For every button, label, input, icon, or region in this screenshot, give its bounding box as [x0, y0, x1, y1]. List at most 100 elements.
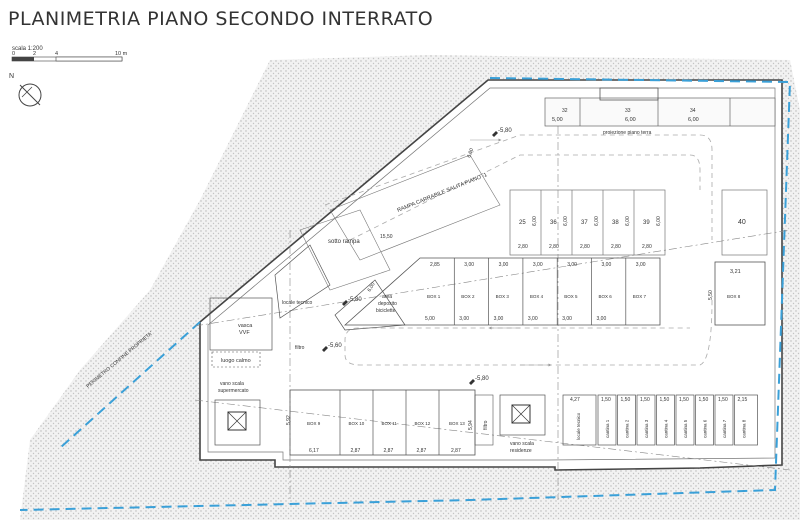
box-width: 2,87 [417, 448, 427, 454]
stair-residenze [499, 394, 546, 436]
cantina-cell [636, 394, 656, 446]
area-label: biciclette [376, 308, 396, 314]
box-width: 3,00 [464, 262, 474, 268]
level-marker-icon [342, 300, 348, 306]
dim-label: 5,92 [286, 415, 292, 425]
scale-bar: scala 1:200 0 2 4 10 m [11, 46, 128, 62]
box-8-depth: 5,50 [708, 290, 714, 300]
bay-40-label: 40 [738, 219, 746, 226]
building-inner-wall [207, 87, 776, 461]
dim-label: 15,50 [380, 234, 393, 240]
area-label: area [382, 294, 392, 300]
parking-bay-depth: 6,00 [594, 216, 600, 226]
box-bottom-dim: 5,00 [425, 316, 435, 322]
box-row-upper-frame [343, 257, 661, 326]
axis-line [194, 229, 791, 327]
ramp [329, 154, 501, 261]
cantina-width: 1,50 [679, 397, 689, 403]
scale-tick: 0 [12, 51, 15, 57]
parking-bay-num: 36 [550, 220, 557, 226]
cantina-cell [734, 394, 758, 446]
driveway-inner [349, 154, 701, 241]
box-8 [714, 261, 766, 326]
box-name: BOX 9 [307, 421, 321, 426]
box-name: BOX 2 [461, 294, 475, 299]
box-name: BOX 4 [530, 294, 544, 299]
cantina-cell [695, 394, 714, 446]
box-name: BOX 11 [382, 421, 398, 426]
stair-top [599, 87, 659, 101]
top-bay-num: 34 [690, 108, 696, 114]
level-value: -5,80 [475, 376, 489, 382]
area-label: deposito [378, 301, 397, 307]
box-name: BOX 6 [599, 294, 613, 299]
page-title: PLANIMETRIA PIANO SECONDO INTERRATO [8, 8, 434, 30]
driveway-loop [324, 134, 713, 366]
box-bottom-dim: 3,00 [528, 316, 538, 322]
cantina-name: cantina 7 [722, 419, 727, 438]
top-bay-dim: 5,00 [552, 117, 563, 123]
box-width: 2,87 [451, 448, 461, 454]
filtro-2 [474, 394, 494, 446]
property-boundary [19, 77, 792, 511]
level-marker-icon [322, 346, 328, 352]
box-name: BOX 7 [633, 294, 647, 299]
parking-bay-depth: 6,00 [532, 216, 538, 226]
box-bottom-dim: 3,00 [562, 316, 572, 322]
box-name: BOX 3 [496, 294, 510, 299]
box-name: BOX 1 [427, 294, 441, 299]
cantina-name: cantina 8 [742, 419, 747, 438]
parking-bay-num: 37 [581, 220, 588, 226]
box-width: 2,85 [430, 262, 440, 268]
box-name: BOX 10 [349, 421, 365, 426]
cantina-name: cantina 3 [644, 419, 649, 438]
parking-bay-width: 2,80 [549, 244, 559, 250]
box-width: 3,00 [499, 262, 509, 268]
luogo-calmo-label: luogo calmo [221, 358, 251, 364]
area-biciclette [334, 279, 406, 331]
level-value: -5,60 [328, 343, 342, 349]
cantina-cell [617, 394, 636, 446]
box-width: 3,00 [533, 262, 543, 268]
scale-tick: 10 m [115, 51, 128, 57]
parking-bay-depth: 6,00 [656, 216, 662, 226]
box-width: 2,87 [384, 448, 394, 454]
vasca-label: vasca [238, 323, 253, 329]
box-bottom-dim: 3,00 [459, 316, 469, 322]
level-value: -5,80 [348, 297, 362, 303]
cantina-cell [656, 394, 675, 446]
cantina-name: cantina 4 [664, 419, 669, 438]
vasca [209, 297, 273, 351]
box-name: BOX 13 [449, 421, 465, 426]
top-bay-num: 33 [625, 108, 631, 114]
lift-supermercato [227, 411, 247, 431]
parking-bay-depth: 6,00 [625, 216, 631, 226]
cantina-width: 1,50 [621, 397, 631, 403]
parking-bay-num: 25 [519, 220, 526, 226]
box-bottom-dim: 3,00 [597, 316, 607, 322]
box-width: 3,00 [602, 262, 612, 268]
parking-bay-width: 2,80 [580, 244, 590, 250]
cantina-width: 1,50 [660, 397, 670, 403]
top-strip [544, 97, 776, 127]
top-bay-dim: 6,00 [625, 117, 636, 123]
locale-tecnico-2-label: locale tecnico [576, 412, 581, 440]
north-label: N [9, 73, 14, 80]
vano-scala-res-label: vano scala [510, 441, 534, 447]
cantina-width: 1,50 [640, 397, 650, 403]
locale-tecnico-2-width: 4,27 [570, 397, 580, 403]
locale-tecnico [274, 244, 331, 319]
parking-bays [509, 189, 666, 256]
level-marker-icon [492, 131, 498, 137]
cantina-name: cantina 1 [605, 419, 610, 438]
top-bay-num: 32 [562, 108, 568, 114]
north-arrow-icon: N [9, 73, 42, 107]
cantina-name: cantina 2 [625, 419, 630, 438]
parking-bay-width: 2,80 [642, 244, 652, 250]
parking-bay-width: 2,80 [611, 244, 621, 250]
axis-line [194, 399, 791, 471]
box-width: 3,00 [567, 262, 577, 268]
cantina-cell [597, 394, 617, 446]
dim-label: 6,00 [367, 281, 377, 293]
box-name: BOX 12 [415, 421, 431, 426]
